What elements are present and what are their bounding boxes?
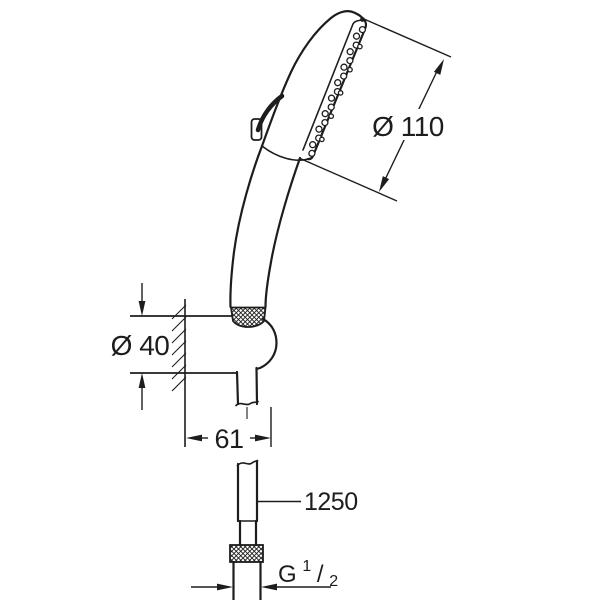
hose-break-line xyxy=(236,459,259,467)
arrowhead-left xyxy=(186,434,202,442)
hose-knurled-nut xyxy=(229,544,264,563)
arrowhead-right xyxy=(255,434,271,442)
wall-hatching xyxy=(171,304,187,392)
spray-face-inner-edge xyxy=(302,19,363,151)
dimension-holder-projection: 61 xyxy=(186,407,272,454)
handle-connector-nut xyxy=(230,306,267,328)
stub-break-line xyxy=(235,400,259,407)
dimension-head-face-diameter: Ø 110 xyxy=(298,18,452,202)
wall-holder xyxy=(130,299,278,447)
arrowhead-top xyxy=(433,59,444,75)
arrowhead-top xyxy=(138,301,146,316)
arrowhead-bottom xyxy=(138,373,146,388)
hose-outlet-stub-right xyxy=(255,366,259,406)
face-plate-tip-dot xyxy=(360,17,365,22)
mode-button xyxy=(255,93,285,133)
spray-nozzles xyxy=(308,25,367,158)
arrowhead-right xyxy=(261,583,277,591)
handle-left-edge xyxy=(229,144,264,309)
handle-right-edge xyxy=(264,156,302,309)
dimension-thread-size: G 1 / 2 xyxy=(191,550,339,591)
dimension-label-holder-projection: 61 xyxy=(214,424,243,454)
dimension-hose-length: 1250 xyxy=(258,488,358,516)
dimension-label-holder-diameter: Ø 40 xyxy=(111,330,170,361)
dimension-label-thread-size: G 1 / 2 xyxy=(278,550,338,590)
hand-shower xyxy=(229,10,368,328)
dimension-label-hose-length: 1250 xyxy=(304,488,358,516)
head-handle-seam xyxy=(261,145,312,162)
dimension-holder-diameter: Ø 40 xyxy=(111,283,170,410)
arrowhead-bottom xyxy=(379,176,390,192)
dimension-label-head-diameter: Ø 110 xyxy=(372,111,444,142)
extension-line-top xyxy=(363,18,452,58)
holder-cup xyxy=(255,317,278,371)
arrowhead-left xyxy=(217,583,233,591)
extension-line-bottom xyxy=(298,157,398,202)
shower-hose xyxy=(229,459,264,600)
hose-outlet-stub-left xyxy=(235,370,240,406)
label-background xyxy=(374,109,444,140)
